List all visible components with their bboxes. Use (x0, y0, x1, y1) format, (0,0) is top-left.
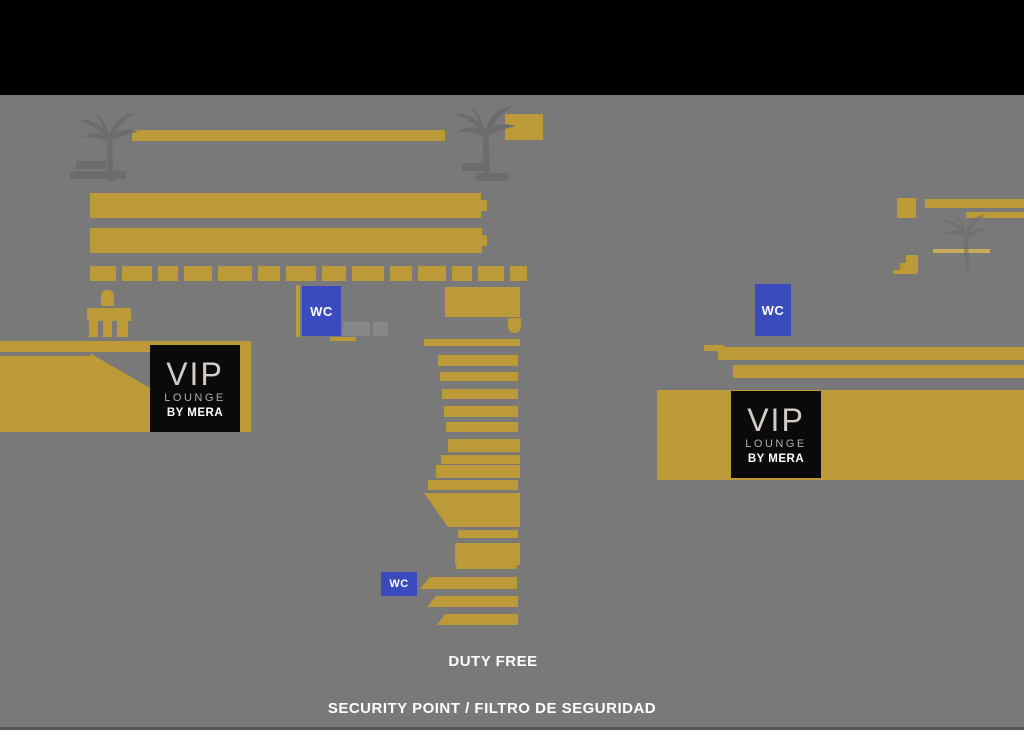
person-icon-leg (103, 321, 112, 337)
palm-tree-icon (64, 99, 150, 190)
map-bottom-edge (0, 727, 1024, 730)
deco-strip-a (925, 199, 1024, 208)
header-banner (0, 0, 1024, 95)
deco-strip-b (966, 212, 1024, 218)
shop-segment (258, 266, 280, 281)
shop-segment (286, 266, 316, 281)
deco-step-a (906, 255, 918, 263)
corridor-bar (438, 355, 518, 366)
deco-gold-square (897, 198, 916, 218)
corridor-bar (440, 372, 518, 381)
deco-step-b (900, 263, 918, 272)
shop-segment (510, 266, 527, 281)
promenade-band-left (132, 130, 445, 141)
wc-sign: WC (755, 284, 791, 336)
vip-lounge-brand: BY MERA (166, 406, 224, 419)
corridor-bar (428, 480, 518, 490)
corridor-bar (444, 406, 518, 417)
retail-block-2-notch-b (482, 246, 487, 253)
wc-underline (330, 337, 356, 341)
vip-lounge-subtitle: LOUNGE (164, 391, 226, 404)
corridor-bar-slant (427, 596, 518, 607)
corridor-bar (436, 465, 520, 478)
duty-free-label: DUTY FREE (448, 653, 538, 670)
corridor-bar (446, 422, 518, 432)
palm-base (70, 171, 126, 179)
retail-block-1 (90, 193, 487, 218)
retail-block-1-notch-a (481, 193, 487, 200)
corridor-bar (448, 439, 520, 452)
vip-lounge-sign: VIP LOUNGE BY MERA (150, 345, 240, 432)
palm-tree-icon (438, 92, 528, 187)
wc-label: WC (310, 303, 333, 319)
shop-segment (418, 266, 446, 281)
vip-lounge-subtitle: LOUNGE (745, 437, 807, 450)
shop-segment (218, 266, 252, 281)
palm-base (76, 161, 106, 169)
corridor-bar (441, 455, 520, 464)
corridor-bar-slant (420, 577, 517, 589)
right-strip-2 (733, 365, 1024, 378)
vip-lounge-title: VIP (166, 355, 224, 392)
corridor-bar (442, 389, 518, 399)
shop-segment (390, 266, 412, 281)
retail-block-1-notch-b (481, 211, 487, 218)
wc-label: WC (389, 578, 409, 590)
shop-segment (322, 266, 346, 281)
palm-tree-icon (928, 203, 1000, 278)
corridor-bar-slant (437, 614, 518, 625)
wc-sign: WC (381, 572, 417, 596)
person-icon-head (101, 290, 114, 306)
vip-right-gold-band (657, 390, 1024, 480)
deco-tan-line (933, 249, 990, 253)
retail-block-2 (90, 228, 487, 253)
corridor-bar (424, 339, 520, 346)
vip-lounge-sign: VIP LOUNGE BY MERA (731, 391, 821, 478)
corridor-knob (508, 318, 521, 333)
vip-lounge-brand: BY MERA (747, 452, 805, 465)
corridor-block-mid (424, 493, 520, 527)
retail-block-2-notch-a (482, 228, 487, 235)
right-strip-step (704, 345, 724, 351)
wc-label: WC (761, 302, 785, 318)
right-strip-1 (718, 347, 1024, 360)
shop-segment (158, 266, 178, 281)
person-icon-torso (87, 308, 131, 321)
person-icon-leg (89, 321, 98, 337)
shop-segment (352, 266, 384, 281)
kiosk-light-b (373, 322, 388, 336)
corridor-block-top (445, 287, 520, 317)
vip-lounge-title: VIP (747, 401, 805, 438)
palm-base (476, 173, 508, 181)
shop-segment (452, 266, 472, 281)
corridor-bar-slant (455, 557, 517, 569)
shop-segment (478, 266, 504, 281)
wc-sign: WC (302, 286, 341, 336)
corridor-bar (458, 530, 518, 538)
palm-base (462, 163, 490, 171)
person-icon-leg (117, 321, 128, 337)
kiosk-light-a (343, 322, 370, 336)
shop-wall-sliver (296, 285, 300, 337)
shop-segment (122, 266, 152, 281)
security-point-label: SECURITY POINT / FILTRO DE SEGURIDAD (327, 700, 657, 717)
shop-segment (90, 266, 116, 281)
gray-inlet-line (0, 352, 90, 356)
deco-chip (893, 270, 917, 274)
shop-segment (184, 266, 212, 281)
